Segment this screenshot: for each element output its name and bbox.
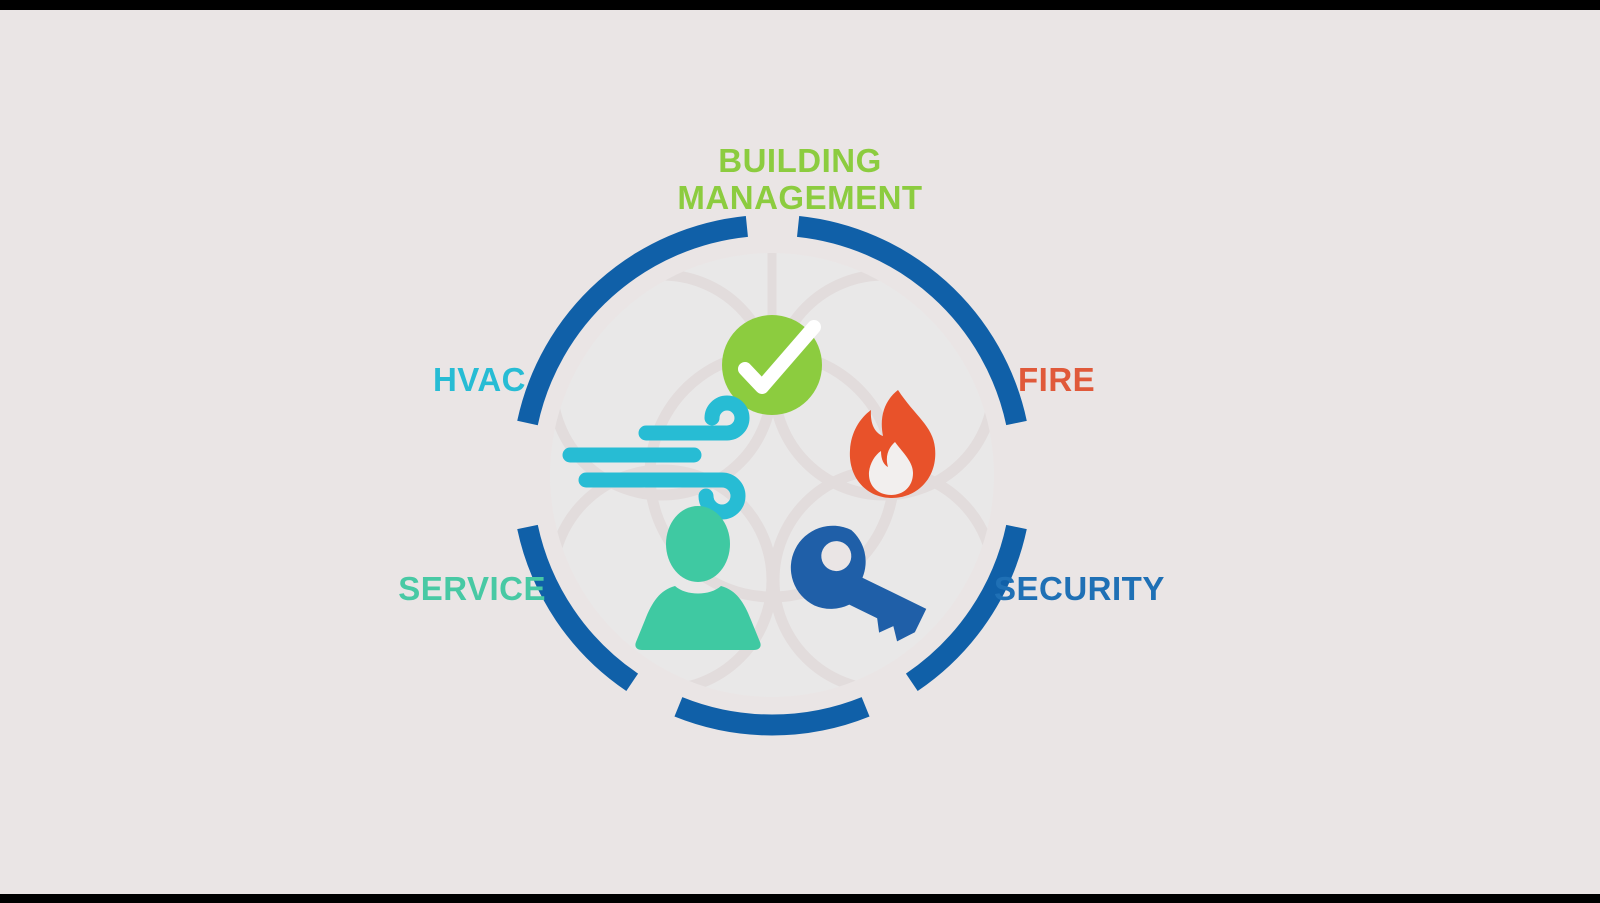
check-mark — [738, 320, 821, 394]
flame-inner — [868, 442, 913, 495]
label-fire: FIRE — [1018, 361, 1096, 398]
letterbox-bottom — [0, 894, 1600, 903]
key-hole — [821, 541, 852, 572]
person-icon — [635, 506, 761, 650]
ring-arc-bottom — [674, 697, 870, 736]
label-service: SERVICE — [398, 570, 546, 607]
title-line-2: MANAGEMENT — [677, 179, 923, 216]
ring-arc-top-right — [796, 215, 1027, 426]
outer-ring — [517, 215, 1027, 736]
person-head — [666, 506, 730, 582]
ring-arc-left — [517, 524, 639, 692]
diagram-canvas: BUILDING MANAGEMENT HVAC FIRE SERVICE SE… — [0, 10, 1600, 894]
label-security: SECURITY — [994, 570, 1165, 607]
page-title: BUILDING MANAGEMENT — [0, 142, 1600, 216]
wind-hook-bottom — [696, 472, 746, 520]
wind-line-1 — [638, 395, 750, 441]
ring-arc-top-left — [517, 215, 748, 426]
label-hvac: HVAC — [432, 361, 526, 398]
flame-icon — [849, 390, 936, 498]
person-shoulders — [635, 586, 761, 650]
check-circle-icon — [722, 315, 822, 415]
letterbox-top — [0, 0, 1600, 10]
building-management-diagram — [517, 215, 1027, 736]
key-icon — [790, 525, 927, 642]
title-line-1: BUILDING — [718, 142, 882, 179]
inner-disc — [550, 253, 994, 697]
wind-icon — [562, 395, 750, 520]
ring-arc-right — [905, 524, 1027, 692]
